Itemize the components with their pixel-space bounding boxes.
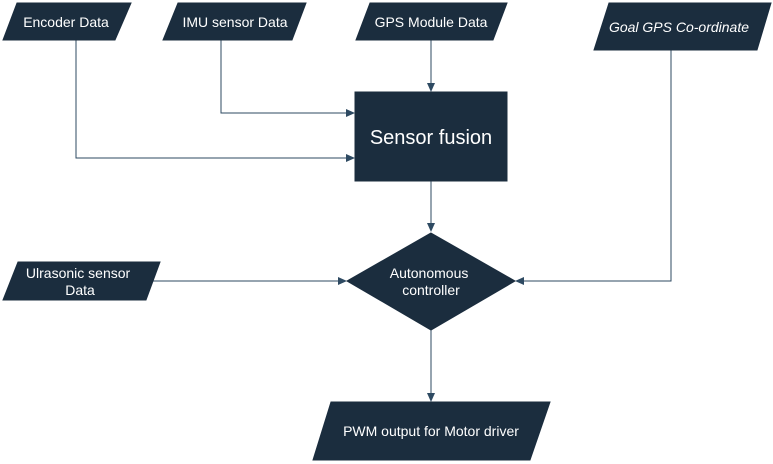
node-sensor-fusion: Sensor fusion xyxy=(354,91,508,182)
node-autonomous-controller: Autonomous controller xyxy=(346,232,516,331)
imu-sensor-data-shape xyxy=(162,2,307,41)
node-ultrasonic-sensor-data: Ulrasonic sensor Data xyxy=(2,261,161,301)
pwm-output-shape xyxy=(312,401,551,461)
node-pwm-output: PWM output for Motor driver xyxy=(312,401,551,461)
arrowhead-imu-to-fusion xyxy=(346,109,355,117)
ultrasonic-sensor-data-label-line1: Ulrasonic sensor xyxy=(26,265,131,281)
edge-imu-to-fusion xyxy=(220,40,347,114)
encoder-data-label: Encoder Data xyxy=(23,14,109,30)
encoder-data-shape xyxy=(2,2,132,41)
arrowhead-goal-to-controller xyxy=(515,277,524,285)
arrowhead-controller-to-pwm xyxy=(427,393,435,402)
node-goal-gps-coordinate: Goal GPS Co-ordinate xyxy=(593,2,772,51)
gps-module-data-shape xyxy=(355,2,508,41)
edge-encoder-to-fusion xyxy=(75,40,347,159)
autonomous-controller-label-line1: Autonomous xyxy=(390,265,469,281)
goal-gps-coordinate-label: Goal GPS Co-ordinate xyxy=(609,19,749,35)
arrowhead-encoder-to-fusion xyxy=(346,154,355,162)
autonomous-controller-label: Autonomous controller xyxy=(390,265,473,298)
ultrasonic-sensor-data-shape xyxy=(2,261,161,301)
imu-sensor-data-label: IMU sensor Data xyxy=(182,14,287,30)
goal-gps-coordinate-shape xyxy=(593,2,772,51)
edges xyxy=(75,40,672,402)
autonomous-controller-label-line2: controller xyxy=(402,282,460,298)
ultrasonic-sensor-data-label-line2: Data xyxy=(65,282,95,298)
ultrasonic-sensor-data-label: Ulrasonic sensor Data xyxy=(26,265,134,298)
arrowhead-gps-to-fusion xyxy=(427,83,435,92)
sensor-fusion-label: Sensor fusion xyxy=(370,127,492,149)
autonomous-controller-shape xyxy=(346,232,516,331)
edge-goal-to-controller xyxy=(523,50,672,282)
arrowhead-ultrasonic-to-controller xyxy=(338,277,347,285)
node-imu-sensor-data: IMU sensor Data xyxy=(162,2,307,41)
node-encoder-data: Encoder Data xyxy=(2,2,132,41)
arrowhead-fusion-to-controller xyxy=(427,223,435,232)
gps-module-data-label: GPS Module Data xyxy=(375,14,488,30)
sensor-fusion-shape xyxy=(354,91,508,182)
pwm-output-label: PWM output for Motor driver xyxy=(343,423,519,439)
node-gps-module-data: GPS Module Data xyxy=(355,2,508,41)
